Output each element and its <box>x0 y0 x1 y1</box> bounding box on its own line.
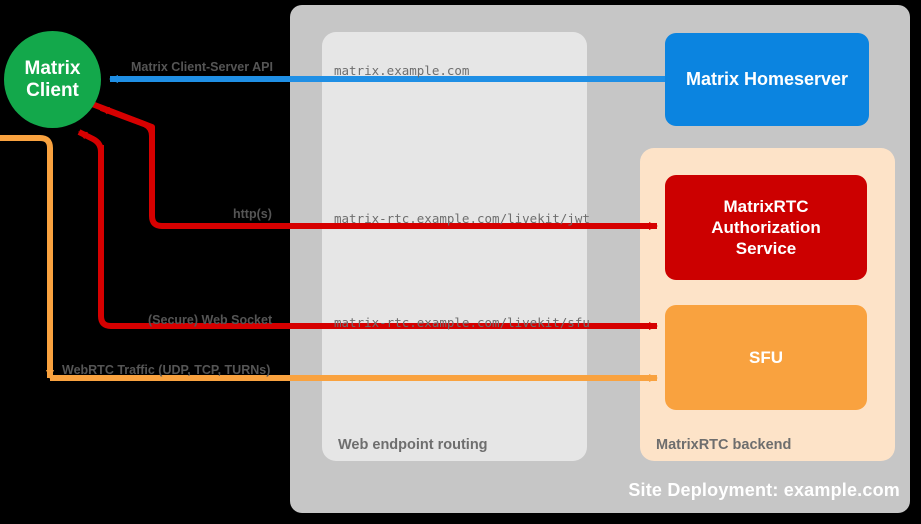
site-deployment-label: Site Deployment: example.com <box>628 480 900 500</box>
edge-label-https: http(s) <box>233 207 272 221</box>
matrix-client-label: Matrix Client <box>24 58 81 101</box>
edge-label-secure-web-socket: (Secure) Web Socket <box>148 313 273 327</box>
edge-https-jwt-client-arrow <box>99 105 155 216</box>
matrixrtc-backend-label: MatrixRTC backend <box>656 437 792 453</box>
homeserver-label: Matrix Homeserver <box>685 69 849 89</box>
node-matrixrtc-authorization-service[interactable]: MatrixRTC Authorization Service <box>665 175 867 280</box>
node-sfu[interactable]: SFU <box>665 305 867 410</box>
node-matrix-homeserver[interactable]: Matrix Homeserver <box>665 33 869 126</box>
node-matrix-client[interactable]: Matrix Client <box>4 31 101 128</box>
web-endpoint-routing-container <box>322 32 587 461</box>
auth-service-label: MatrixRTC Authorization Service <box>711 196 821 259</box>
edge-webrtc-traffic <box>0 135 54 379</box>
endpoint-livekit-sfu: matrix-rtc.example.com/livekit/sfu <box>334 315 590 330</box>
web-endpoint-routing-label: Web endpoint routing <box>338 437 488 453</box>
edge-label-webrtc-traffic: WebRTC Traffic (UDP, TCP, TURNs) <box>62 363 271 377</box>
endpoint-livekit-jwt: matrix-rtc.example.com/livekit/jwt <box>334 211 590 226</box>
endpoint-matrix-example-com: matrix.example.com <box>334 63 470 78</box>
edge-label-matrix-client-server-api: Matrix Client-Server API <box>131 60 273 74</box>
sfu-label: SFU <box>749 347 783 367</box>
